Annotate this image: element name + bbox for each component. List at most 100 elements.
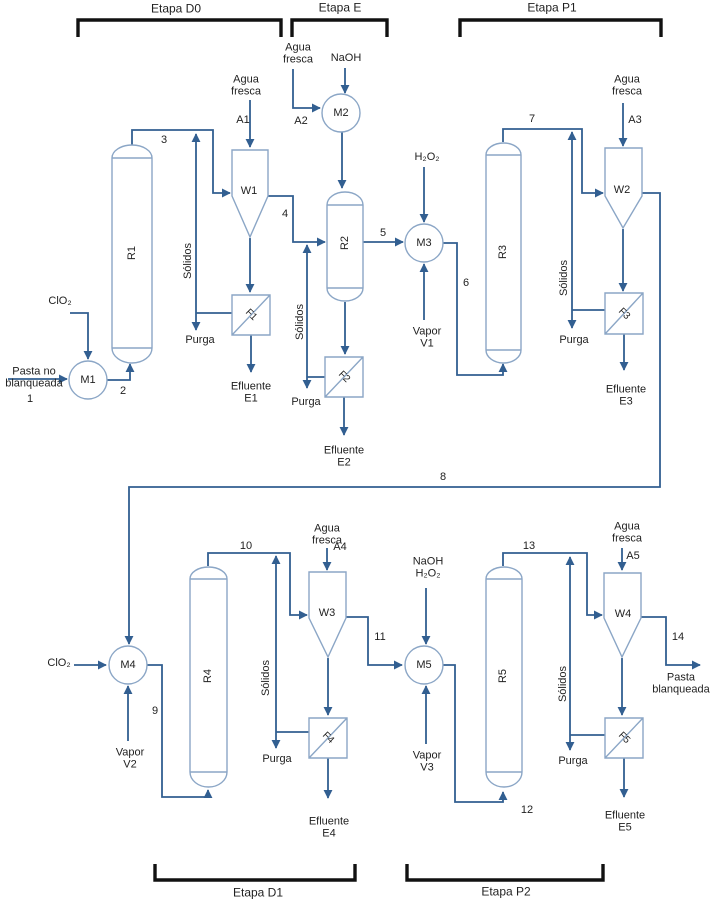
unit-r5-label: R5 [496, 668, 509, 684]
vapor-v2-label: Vapor V2 [115, 746, 145, 771]
stage-d1-label: Etapa D1 [232, 885, 284, 900]
agua-fresca-a1-label: Agua fresca [231, 73, 261, 98]
stage-p2-label: Etapa P2 [481, 884, 531, 899]
efluente-e4-label: Efluente E4 [308, 815, 350, 840]
vapor-v1-label: Vapor V1 [412, 325, 442, 350]
stream-11-label: 11 [374, 630, 386, 643]
stream-3-line [131, 129, 231, 198]
stream-4-line [268, 195, 326, 247]
solidos-3-label: Sólidos [557, 259, 570, 297]
clo2-1-line [70, 312, 93, 360]
stream-11-line [346, 616, 403, 670]
stream-14-label: 14 [671, 630, 685, 643]
agua-fresca-a5-label: Agua fresca [612, 520, 642, 545]
stream-7-label: 7 [528, 112, 536, 125]
stage-d0-bracket [76, 18, 283, 37]
stage-e-label: Etapa E [318, 0, 362, 15]
stream-5-label: 5 [379, 226, 387, 239]
washer-w3-shape [308, 571, 347, 659]
stage-e-bracket [290, 18, 389, 37]
stream-2-line [107, 363, 135, 381]
purga-5-label: Purga [558, 754, 588, 767]
mixer-m4-shape [108, 645, 148, 685]
stage-p2-bracket [405, 864, 605, 882]
solidos-1-label: Sólidos [181, 242, 194, 280]
naoh-h2o2-label: NaOH H₂O₂ [412, 555, 444, 580]
stage-d1-bracket [153, 864, 357, 882]
unit-m1-label: M1 [80, 373, 96, 386]
unit-r4-label: R4 [201, 668, 214, 684]
efluente-e3-label: Efluente E3 [605, 383, 647, 408]
agua-fresca-a3-label: Agua fresca [612, 73, 642, 98]
stage-p1-label: Etapa P1 [527, 0, 577, 15]
washer-w4-shape [603, 572, 642, 659]
unit-m2-label: M2 [333, 106, 349, 119]
stream-13-line [502, 552, 603, 620]
unit-m4-label: M4 [120, 658, 136, 671]
solidos-4-label: Sólidos [259, 659, 272, 697]
stream-a3-label: A3 [628, 113, 642, 126]
stream-7-line [502, 128, 604, 198]
washer-w1-shape [231, 149, 269, 239]
unit-r3-label: R3 [496, 244, 509, 260]
filter-f3-shape [604, 292, 644, 335]
stream-10-line [207, 552, 308, 620]
reactor-r5-shape [485, 566, 523, 788]
unit-m5-label: M5 [416, 658, 432, 671]
vapor-v3-label: Vapor V3 [412, 749, 442, 774]
pasta-no-blanqueada-label: Pasta no blanqueada [5, 365, 63, 390]
stream-9-label: 9 [151, 704, 159, 717]
mixer-m3-shape [404, 223, 444, 263]
unit-r1-label: R1 [125, 245, 138, 261]
mixer-m5-shape [404, 645, 444, 685]
stream-4-label: 4 [281, 207, 289, 220]
stream-a1-label: A1 [236, 113, 250, 126]
filter-f5-shape [604, 717, 644, 759]
stream-a5-label: A5 [626, 549, 640, 562]
naoh-label: NaOH [330, 51, 362, 64]
clo2-1-label: ClO₂ [48, 294, 72, 307]
clo2-2-label: ClO₂ [47, 656, 71, 669]
stream-13-label: 13 [522, 539, 536, 552]
stream-a2-label: A2 [294, 114, 308, 127]
purga-4-label: Purga [262, 752, 292, 765]
stream-12-label: 12 [520, 803, 534, 816]
purga-1-label: Purga [185, 333, 215, 346]
stream-10-label: 10 [239, 539, 253, 552]
unit-w4-label: W4 [614, 607, 632, 620]
stage-p1-bracket [458, 18, 663, 37]
filter-f2-shape [324, 356, 364, 398]
efluente-e5-label: Efluente E5 [604, 809, 646, 834]
filter-f1-shape [231, 294, 271, 336]
purga-2-label: Purga [291, 395, 321, 408]
stream-14-line [641, 616, 701, 670]
solidos-5-label: Sólidos [556, 665, 569, 703]
efluente-e1-label: Efluente E1 [230, 380, 272, 405]
stream-3-label: 3 [160, 133, 168, 146]
unit-w1-label: W1 [240, 184, 258, 197]
filter-f4-shape [308, 717, 348, 759]
unit-w2-label: W2 [613, 183, 631, 196]
stream-a4-label: A4 [333, 540, 347, 553]
mixer-m2-shape [321, 93, 361, 133]
unit-w3-label: W3 [318, 606, 336, 619]
washer-w2-shape [604, 147, 643, 230]
stream-6-line [443, 242, 508, 376]
stage-d0-label: Etapa D0 [150, 1, 202, 16]
stream-8-line [124, 192, 661, 645]
stream-8-label: 8 [439, 470, 447, 483]
mixer-m1-shape [68, 360, 108, 400]
stream-12-line [443, 664, 508, 803]
stream-1-label: 1 [26, 392, 34, 405]
a2-line [292, 69, 321, 113]
agua-fresca-a2-label: Agua fresca [283, 41, 313, 66]
unit-r2-label: R2 [338, 235, 351, 251]
stream-6-label: 6 [462, 276, 470, 289]
stream-2-label: 2 [119, 384, 127, 397]
solidos-2-label: Sólidos [293, 303, 306, 341]
reactor-r3-shape [485, 142, 522, 364]
reactor-r4-shape [189, 566, 228, 788]
reactor-r2-shape [326, 191, 364, 302]
